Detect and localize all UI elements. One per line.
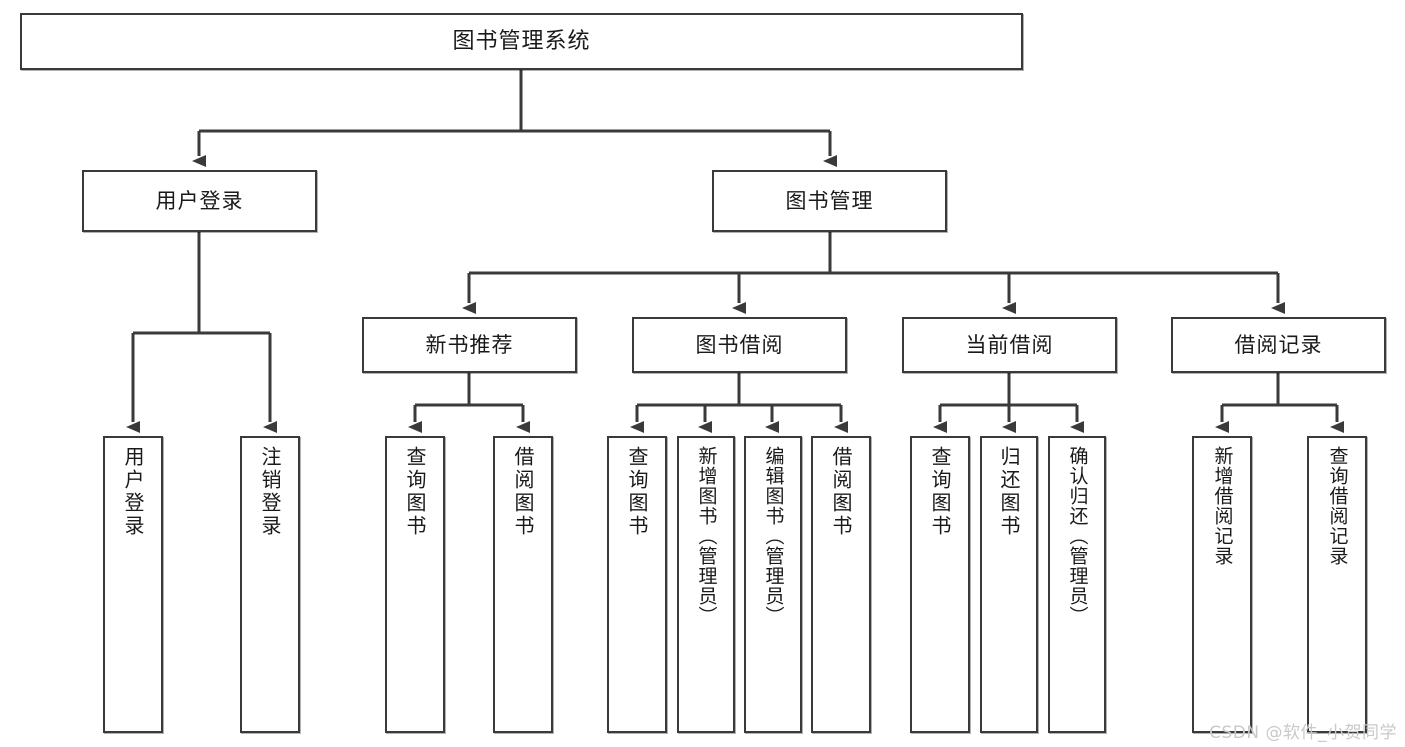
node-leaf-current-borrow-return[interactable]: 归还图书 — [980, 436, 1038, 733]
node-leaf-book-borrow-query[interactable]: 查询图书 — [607, 436, 667, 733]
node-leaf-current-borrow-confirm[interactable]: 确认归还（管理员） — [1048, 436, 1106, 733]
node-leaf-borrow-record-add[interactable]: 新增借阅记录 — [1192, 436, 1252, 733]
node-leaf-borrow-record-query[interactable]: 查询借阅记录 — [1307, 436, 1367, 733]
node-leaf-label: 用户登录 — [121, 446, 145, 538]
node-leaf-label: 编辑图书（管理员） — [762, 446, 785, 626]
node-user-login-label: 用户登录 — [155, 188, 244, 213]
node-leaf-label: 查询借阅记录 — [1326, 446, 1349, 566]
node-current-borrow[interactable]: 当前借阅 — [902, 317, 1117, 373]
node-leaf-current-borrow-query[interactable]: 查询图书 — [910, 436, 970, 733]
node-leaf-label: 查询图书 — [625, 446, 649, 538]
node-book-borrow[interactable]: 图书借阅 — [632, 317, 847, 373]
node-leaf-label: 新增借阅记录 — [1211, 446, 1234, 566]
node-new-book-recommend[interactable]: 新书推荐 — [362, 317, 577, 373]
node-leaf-user-login-login[interactable]: 用户登录 — [103, 436, 163, 733]
node-leaf-label: 借阅图书 — [511, 446, 535, 538]
node-leaf-label: 确认归还（管理员） — [1066, 446, 1089, 626]
node-current-borrow-label: 当前借阅 — [965, 332, 1054, 357]
node-book-management-label: 图书管理 — [785, 188, 874, 213]
node-leaf-label: 归还图书 — [997, 446, 1021, 538]
node-leaf-label: 注销登录 — [258, 446, 282, 538]
node-book-management[interactable]: 图书管理 — [712, 170, 947, 232]
node-leaf-label: 查询图书 — [928, 446, 952, 538]
node-leaf-label: 新增图书（管理员） — [695, 446, 718, 626]
node-leaf-new-book-query[interactable]: 查询图书 — [385, 436, 445, 733]
node-leaf-new-book-borrow[interactable]: 借阅图书 — [493, 436, 553, 733]
node-book-borrow-label: 图书借阅 — [695, 332, 784, 357]
node-leaf-user-login-logout[interactable]: 注销登录 — [240, 436, 300, 733]
node-user-login[interactable]: 用户登录 — [82, 170, 317, 232]
node-leaf-book-borrow-edit[interactable]: 编辑图书（管理员） — [744, 436, 802, 733]
node-root-label: 图书管理系统 — [452, 28, 591, 54]
node-borrow-record-label: 借阅记录 — [1234, 332, 1323, 357]
node-borrow-record[interactable]: 借阅记录 — [1171, 317, 1386, 373]
node-leaf-label: 借阅图书 — [829, 446, 853, 538]
node-leaf-book-borrow-borrow[interactable]: 借阅图书 — [811, 436, 871, 733]
node-root[interactable]: 图书管理系统 — [20, 13, 1023, 70]
node-leaf-label: 查询图书 — [403, 446, 427, 538]
node-new-book-recommend-label: 新书推荐 — [425, 332, 514, 357]
node-leaf-book-borrow-add[interactable]: 新增图书（管理员） — [677, 436, 735, 733]
